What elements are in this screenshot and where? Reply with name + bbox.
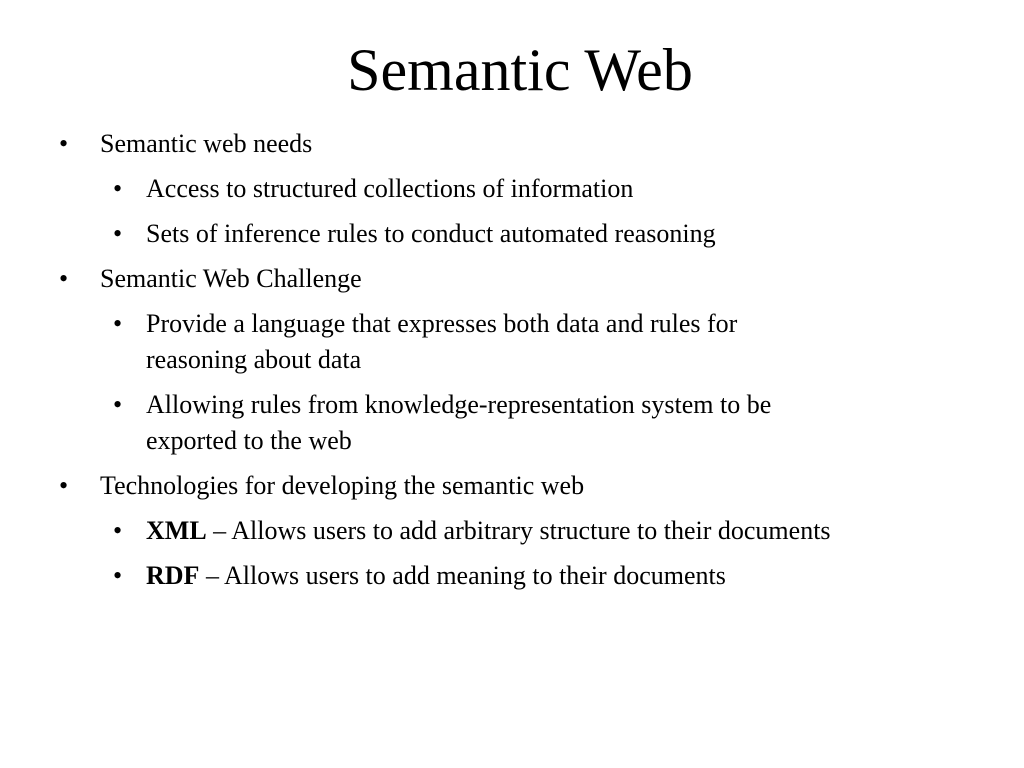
bullet-text-line: Provide a language that expresses both d… [146,309,738,338]
bullet-text: Technologies for developing the semantic… [100,471,585,500]
bullet-item: • Semantic web needs [0,126,1024,162]
bullet-dot-icon: • [113,309,123,338]
sub-bullet-item: • Provide a language that expresses both… [0,306,1024,378]
bullet-text-line: reasoning about data [146,345,362,374]
bullet-item: • Technologies for developing the semant… [0,468,1024,504]
bullet-term-xml: XML [146,516,207,545]
slide-title: Semantic Web [347,37,693,103]
sub-bullet-item: • Allowing rules from knowledge-represen… [0,387,1024,459]
bullet-item: • Semantic Web Challenge [0,261,1024,297]
bullet-dot-icon: • [113,219,123,248]
sub-bullet-item: • Sets of inference rules to conduct aut… [0,216,1024,252]
bullet-dot-icon: • [113,174,123,203]
bullet-text: Access to structured collections of info… [146,174,634,203]
bullet-dot-icon: • [59,471,69,500]
bullet-text: Semantic web needs [100,129,313,158]
bullet-text: Semantic Web Challenge [100,264,362,293]
bullet-dot-icon: • [59,129,69,158]
bullet-dot-icon: • [113,390,123,419]
bullet-dot-icon: • [113,516,123,545]
sub-bullet-item: • RDF – Allows users to add meaning to t… [0,558,1024,594]
bullet-text-line: Allowing rules from knowledge-representa… [146,390,772,419]
sub-bullet-item: • XML – Allows users to add arbitrary st… [0,513,1024,549]
bullet-text: Sets of inference rules to conduct autom… [146,219,716,248]
bullet-text: – Allows users to add arbitrary structur… [206,516,831,545]
bullet-dot-icon: • [59,264,69,293]
bullet-list: • Semantic web needs • Access to structu… [0,126,1024,603]
sub-bullet-item: • Access to structured collections of in… [0,171,1024,207]
bullet-dot-icon: • [113,561,123,590]
bullet-text: – Allows users to add meaning to their d… [199,561,726,590]
bullet-text-line: exported to the web [146,426,352,455]
bullet-term-rdf: RDF [146,561,200,590]
